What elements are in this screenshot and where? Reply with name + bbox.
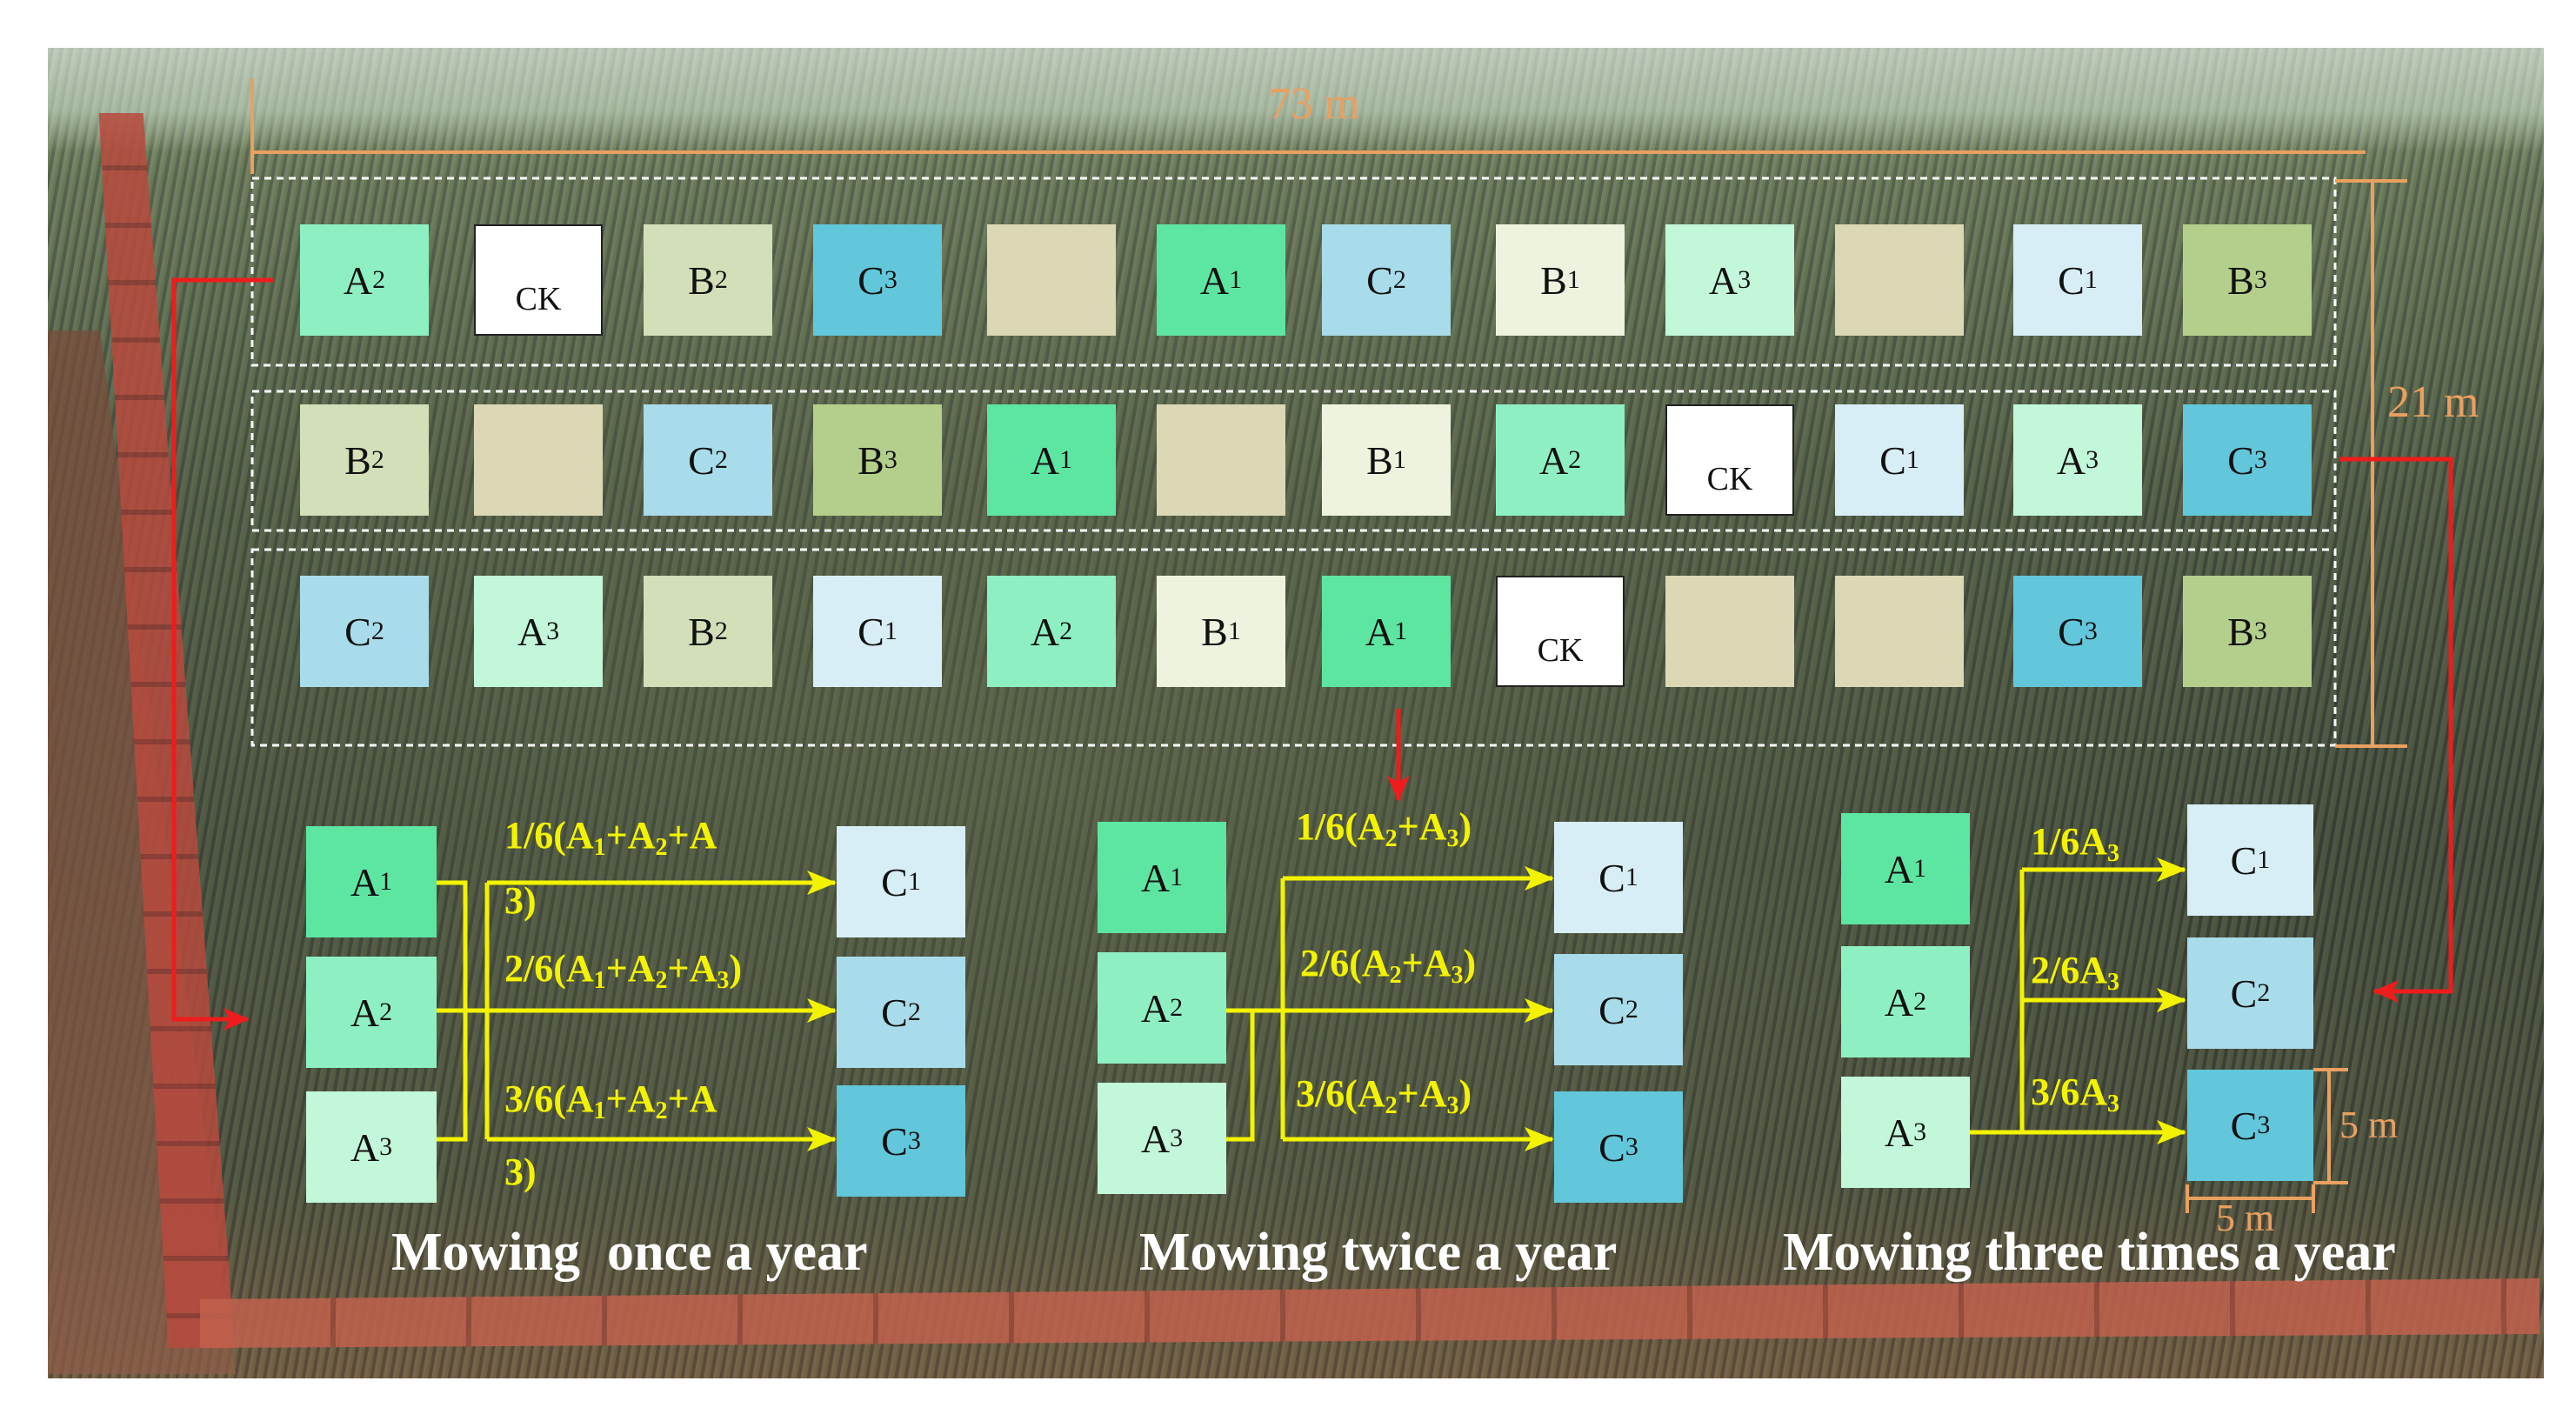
plot-blank: [1665, 576, 1794, 687]
row-frame-2: [250, 390, 2337, 532]
scheme3-arrows: [1970, 857, 2186, 1144]
scheme2-label-3: 3/6(A2+A3): [1296, 1072, 1472, 1119]
plot-blank: [1157, 404, 1285, 516]
scheme1-arrows: [437, 871, 837, 1151]
scheme1-label-1: 1/6(A1+A2+A: [504, 814, 717, 861]
sky-background: [48, 48, 2544, 152]
plot-ck: CK: [1665, 404, 1794, 516]
red-connector-once: [171, 277, 274, 1031]
row-frame-3: [250, 548, 2337, 747]
scheme3-label-1: 1/6A3: [2031, 820, 2119, 867]
scheme1-label-3-cont: 3): [504, 1151, 537, 1193]
plot-ck: CK: [1496, 576, 1625, 687]
plot-blank: [1835, 224, 1964, 336]
scheme2-caption: Mowing twice a year: [1139, 1223, 1618, 1282]
scheme2-label-2: 2/6(A2+A3): [1300, 942, 1477, 989]
scheme1-label-3: 3/6(A1+A2+A: [504, 1077, 717, 1124]
scheme3-caption: Mowing three times a year: [1783, 1223, 2396, 1282]
scheme1-label-2: 2/6(A1+A2+A3): [504, 947, 743, 994]
scheme1-caption: Mowing once a year: [391, 1223, 868, 1282]
plot-width-label: 5 m: [2216, 1197, 2275, 1239]
plot-height-label: 5 m: [2339, 1104, 2399, 1146]
scheme2-label-1: 1/6(A2+A3): [1296, 805, 1472, 852]
height-dimension-label: 21 m: [2387, 377, 2479, 427]
plot-blank: [1835, 576, 1964, 687]
plot-ck: CK: [474, 224, 603, 336]
scheme3-label-3: 3/6A3: [2031, 1071, 2119, 1117]
scheme3-label-2: 2/6A3: [2031, 949, 2119, 996]
width-dimension-label: 73 m: [1268, 79, 1360, 129]
row-frame-1: [250, 177, 2337, 367]
scheme2-arrows: [1226, 866, 1554, 1151]
plot-blank: [474, 404, 603, 516]
scheme1-label-1-cont: 3): [504, 879, 537, 922]
plot-blank: [987, 224, 1116, 336]
red-connector-thrice: [2339, 457, 2453, 1003]
